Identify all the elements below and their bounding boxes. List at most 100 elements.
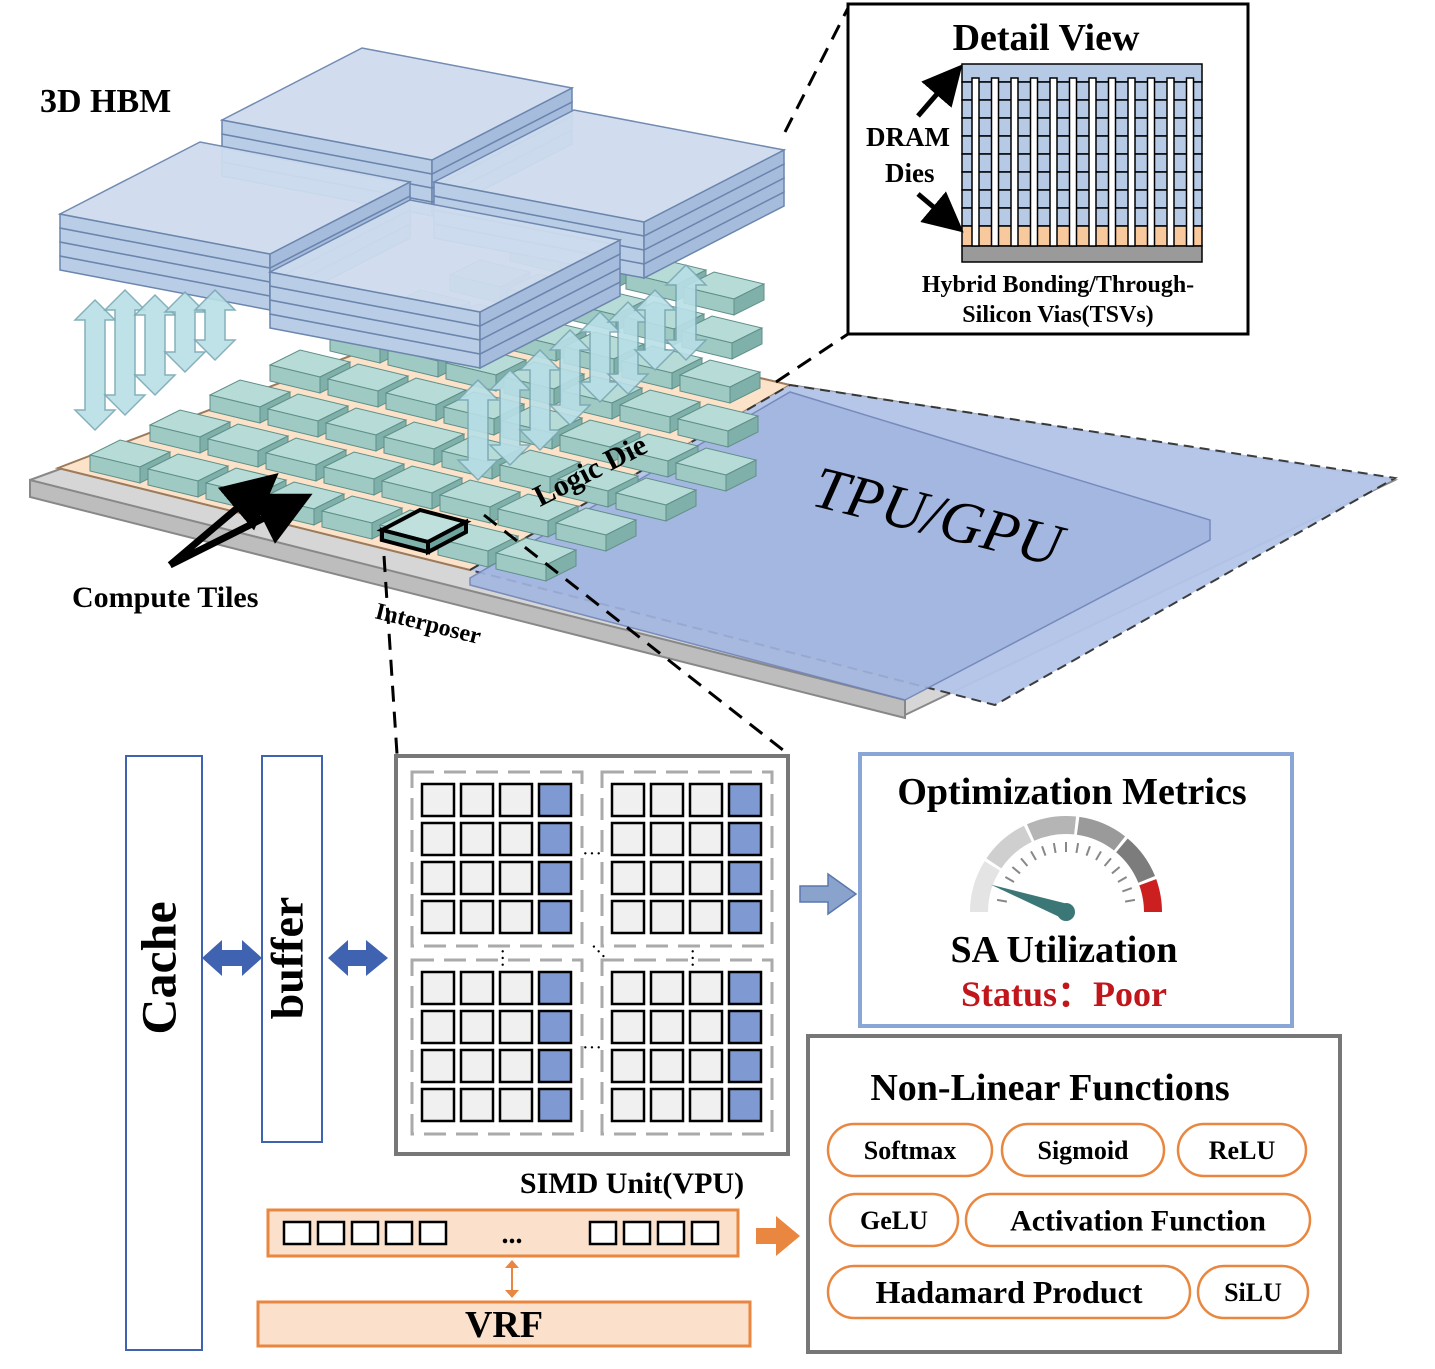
processing-element — [727, 1087, 763, 1123]
processing-element — [498, 1048, 534, 1084]
tsv-double-arrow — [548, 328, 592, 427]
processing-element — [537, 782, 573, 818]
processing-element — [688, 899, 724, 935]
function-pill: Hadamard Product — [826, 1264, 1192, 1320]
processing-element — [727, 970, 763, 1006]
processing-element — [420, 782, 456, 818]
tsv-double-arrow — [133, 293, 177, 397]
optimization-metrics-panel: Optimization Metrics SA Utilization Stat… — [858, 752, 1294, 1028]
processing-element — [498, 970, 534, 1006]
tsv — [1146, 77, 1156, 247]
buffer-block — [261, 755, 323, 1143]
tsv — [1010, 77, 1019, 247]
simd-label: SIMD Unit(VPU) — [520, 1167, 744, 1200]
dram-label-line1: DRAM — [866, 122, 950, 152]
processing-element — [498, 1087, 534, 1123]
function-pill-border — [964, 1192, 1312, 1248]
pe-quadrant — [600, 770, 774, 948]
pe-quadrant-border — [600, 770, 774, 948]
gauge-tick — [1124, 898, 1136, 903]
gauge-tick — [1052, 842, 1057, 854]
processing-element — [537, 821, 573, 857]
processing-element — [420, 970, 456, 1006]
processing-element — [498, 1009, 534, 1045]
ellipsis-v-left: ··· — [491, 948, 513, 968]
vrf-block — [256, 1300, 752, 1348]
processing-element — [688, 782, 724, 818]
function-pill: SiLU — [1196, 1264, 1310, 1320]
processing-element — [537, 1009, 573, 1045]
status-text: Status：Poor — [961, 974, 1167, 1014]
function-pill-label: Hadamard Product — [876, 1274, 1143, 1310]
processing-element — [537, 1087, 573, 1123]
pe-quadrant — [410, 770, 584, 948]
processing-element — [649, 1048, 685, 1084]
processing-element — [727, 1009, 763, 1045]
function-pill: Sigmoid — [1000, 1122, 1166, 1178]
processing-element — [688, 1087, 724, 1123]
gauge-tick — [1085, 845, 1091, 856]
processing-element — [420, 821, 456, 857]
cache-buffer-arrow — [202, 940, 262, 976]
tsv-double-arrow — [518, 348, 562, 452]
cache-block — [125, 755, 203, 1351]
pe-quadrant — [600, 958, 774, 1136]
processing-element — [649, 970, 685, 1006]
tsv — [990, 77, 1000, 247]
processing-element — [459, 860, 495, 896]
function-pill: Softmax — [826, 1122, 994, 1178]
dram-arrow-top — [916, 64, 963, 118]
processing-element — [459, 821, 495, 857]
processing-element — [649, 1009, 685, 1045]
simd-lane — [282, 1220, 312, 1246]
function-pill-border — [826, 1122, 994, 1178]
buffer-array-arrow — [328, 940, 388, 976]
compute-tile-side — [729, 371, 761, 404]
tsv — [1029, 77, 1039, 247]
processing-element — [649, 782, 685, 818]
processing-element — [688, 860, 724, 896]
tsv-double-arrow — [606, 300, 650, 396]
hbm-layer-top — [219, 47, 575, 161]
function-pill: GeLU — [828, 1192, 960, 1248]
processing-element — [610, 1048, 646, 1084]
gauge-tick — [1117, 876, 1128, 883]
processing-element — [498, 821, 534, 857]
simd-unit: SIMD Unit(VPU) ... VRF — [256, 1167, 800, 1348]
gauge-tick — [1111, 866, 1121, 875]
processing-element — [498, 782, 534, 818]
detail-view-panel: Detail View DRAM Dies Hybrid Bonding/Thr… — [846, 2, 1250, 336]
processing-element — [688, 1009, 724, 1045]
processing-element — [459, 1009, 495, 1045]
function-pill: ReLU — [1176, 1122, 1308, 1178]
gauge-tick — [1004, 876, 1015, 883]
pe-quadrants — [410, 770, 774, 1136]
processing-element — [537, 860, 573, 896]
highlighted-tile — [376, 507, 472, 556]
nonlinear-title: Non-Linear Functions — [870, 1067, 1229, 1109]
bonding-line2: Silicon Vias(TSVs) — [962, 302, 1153, 328]
cache-label: Cache — [130, 901, 186, 1034]
array-to-metrics-arrow — [799, 872, 858, 916]
bonding-line1: Hybrid Bonding/Through- — [922, 272, 1194, 298]
simd-lane — [316, 1220, 346, 1246]
processing-element — [537, 1048, 573, 1084]
processing-element — [649, 1087, 685, 1123]
hbm-layer-top — [267, 199, 623, 313]
gauge-segment — [970, 861, 1000, 912]
gauge-segment — [1026, 815, 1077, 841]
simd-to-functions-arrow — [756, 1216, 800, 1256]
tsv — [971, 77, 980, 247]
gauge-needle — [990, 884, 1068, 921]
function-pill-border — [826, 1264, 1192, 1320]
function-pill-label: GeLU — [860, 1206, 928, 1235]
tsv-double-arrow — [456, 378, 500, 482]
hbm-layer-top — [57, 141, 413, 255]
metrics-title: Optimization Metrics — [897, 771, 1246, 813]
processing-element — [610, 1087, 646, 1123]
function-pill-label: Sigmoid — [1037, 1136, 1129, 1165]
gauge-tick — [1103, 857, 1112, 867]
tsv-double-arrow — [73, 298, 117, 432]
simd-lane — [656, 1220, 686, 1246]
